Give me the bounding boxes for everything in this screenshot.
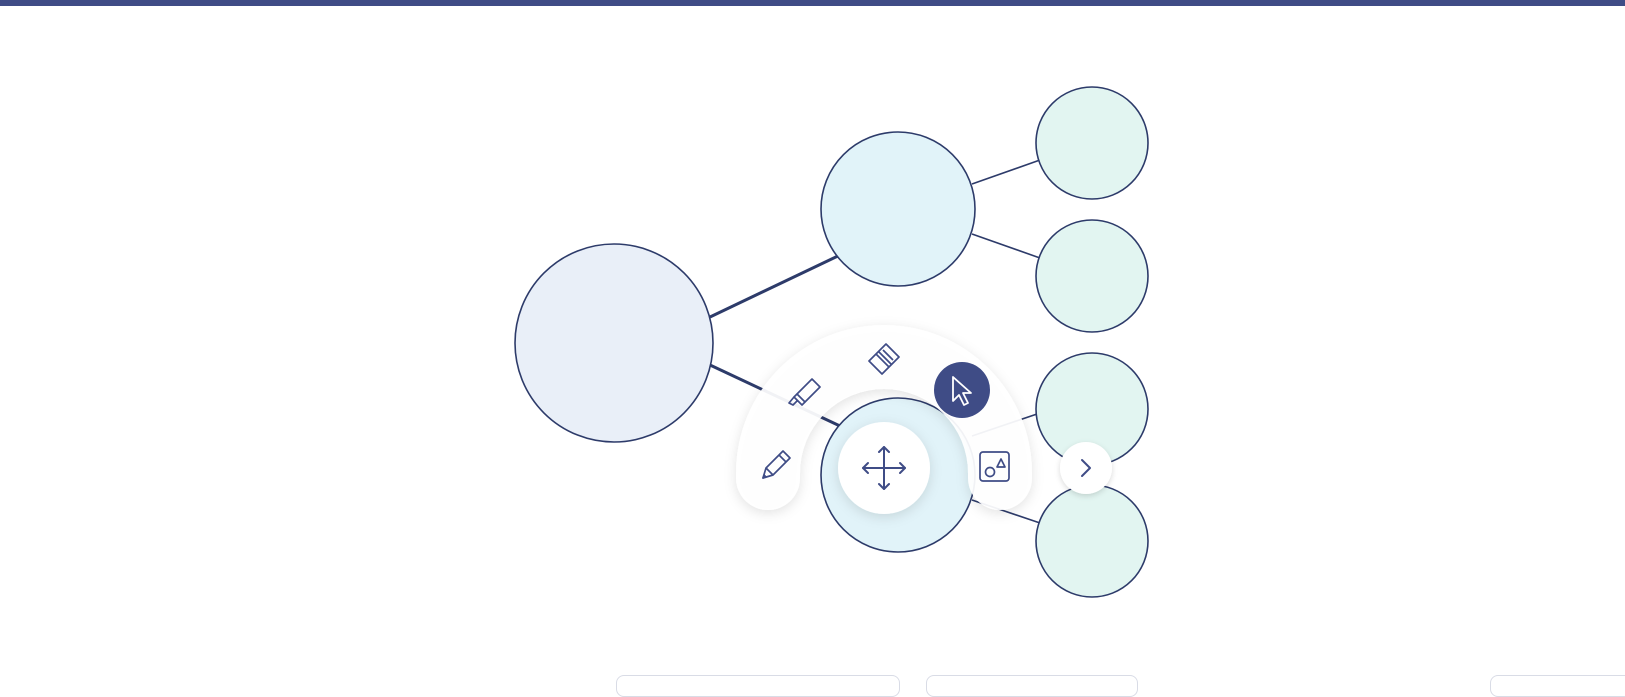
- highlighter-tool-button[interactable]: [784, 368, 828, 412]
- top-accent-bar: [0, 0, 1625, 6]
- radial-tool-menu: [736, 325, 1112, 514]
- eraser-tool-button[interactable]: [862, 336, 906, 380]
- bottom-card-2[interactable]: [926, 675, 1138, 697]
- move-icon: [862, 446, 906, 490]
- connector-branch-1-leaf-1: [971, 159, 1041, 185]
- move-button[interactable]: [838, 422, 930, 514]
- leaf-node-4[interactable]: [1035, 484, 1149, 598]
- connector-branch-1-leaf-2: [971, 233, 1041, 259]
- pointer-tool-button[interactable]: [934, 362, 990, 418]
- shapes-icon: [979, 451, 1010, 482]
- expand-menu-button[interactable]: [1060, 442, 1112, 494]
- bottom-card-3[interactable]: [1490, 675, 1625, 697]
- pencil-icon: [762, 450, 791, 479]
- chevron-right-icon: [1081, 459, 1091, 477]
- highlighter-icon: [788, 378, 821, 406]
- pointer-icon: [952, 376, 972, 406]
- mind-map-svg: [514, 86, 1149, 598]
- pencil-tool-button[interactable]: [752, 444, 796, 488]
- eraser-icon: [868, 343, 900, 375]
- mind-map-canvas[interactable]: [0, 6, 1625, 680]
- root-node[interactable]: [514, 243, 714, 443]
- shapes-tool-button[interactable]: [972, 444, 1016, 488]
- leaf-node-1[interactable]: [1035, 86, 1149, 200]
- bottom-card-1[interactable]: [616, 675, 900, 697]
- connector-root-branch-1: [709, 253, 841, 319]
- leaf-node-2[interactable]: [1035, 219, 1149, 333]
- branch-node-1[interactable]: [820, 131, 976, 287]
